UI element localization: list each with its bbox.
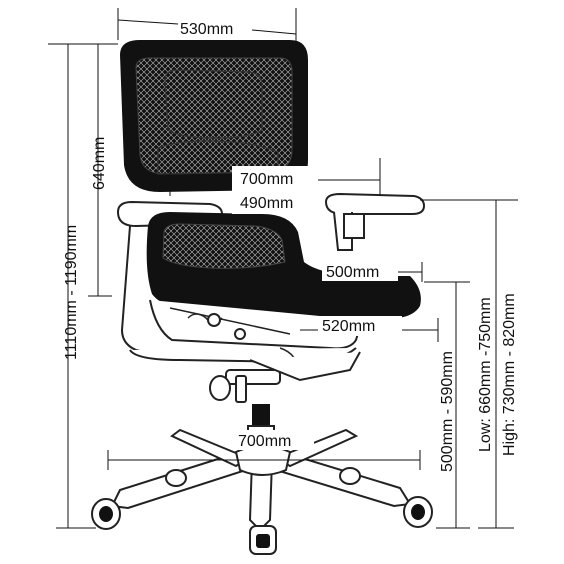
- dimension-labels: 530mm 640mm 1110mm - 1190mm 700mm 490mm …: [63, 21, 518, 472]
- castor-back-left: [165, 469, 187, 487]
- seat-height-label: 500mm - 590mm: [439, 351, 456, 472]
- arm-height-high-label: High: 730mm - 820mm: [501, 293, 518, 456]
- arm-label-bg: [232, 166, 318, 214]
- seat-depth-label-bg: [318, 316, 402, 336]
- backrest: [120, 40, 308, 192]
- seat-depth-label: 520mm: [322, 318, 375, 335]
- seat: [146, 212, 421, 318]
- castor-back-right: [339, 467, 361, 485]
- seat-mechanism: [129, 299, 363, 403]
- seat-width-label: 500mm: [326, 264, 379, 281]
- base-width-label: 700mm: [238, 433, 291, 450]
- base-label-bg: [234, 430, 314, 450]
- back-height-label: 640mm: [91, 137, 108, 190]
- right-armrest: [324, 192, 426, 251]
- overall-height-label: 1110mm - 1190mm: [63, 225, 80, 360]
- arm-depth-label: 490mm: [240, 195, 293, 212]
- back-width-label: 530mm: [180, 21, 233, 38]
- seat-width-label-bg: [322, 261, 398, 281]
- arm-height-low-label: Low: 660mm -750mm: [477, 297, 494, 452]
- chair-illustration: [91, 40, 433, 555]
- arm-span-label: 700mm: [240, 171, 293, 188]
